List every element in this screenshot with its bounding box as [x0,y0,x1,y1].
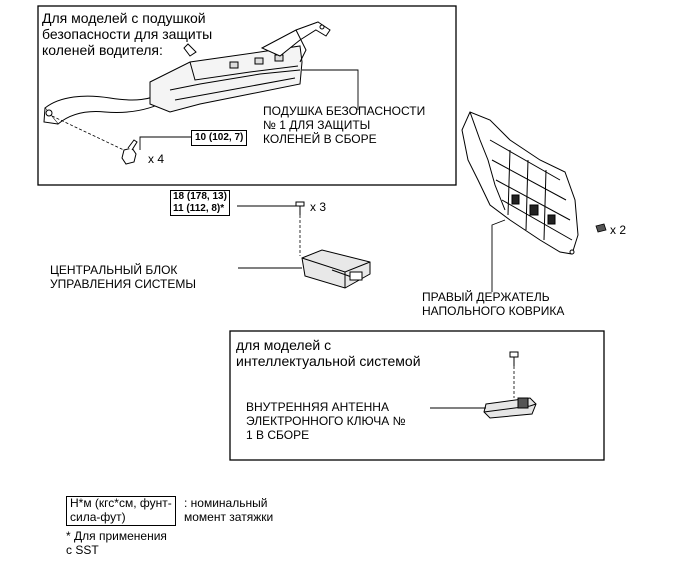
center-torque-line1: 18 (178, 13) [173,191,227,202]
center-torque-line2: 11 (112, 8)* [173,203,225,214]
center-unit-torque-box: 18 (178, 13) 11 (112, 8)* [170,190,230,216]
knee-airbag-title: Для моделей с подушкой безопасности для … [42,10,213,59]
bolt-icon [121,139,138,165]
antenna-illustration [483,397,537,419]
clip-qty: x 2 [610,223,627,237]
smart-system-title: для моделей с интеллектуальной системой [236,337,421,370]
center-unit-illustration [301,249,371,289]
smart-system-frame [229,330,605,461]
knee-airbag-label: ПОДУШКА БЕЗОПАСНОСТИ № 1 ДЛЯ ЗАЩИТЫ КОЛЕ… [263,104,426,146]
knee-airbag-illustration [43,21,331,125]
knee-airbag-bolt-qty: x 4 [148,152,165,166]
center-unit-label: ЦЕНТРАЛЬНЫЙ БЛОК УПРАВЛЕНИЯ СИСТЕМЫ [50,263,197,291]
center-bolt-icon [295,201,305,215]
antenna-label: ВНУТРЕННЯЯ АНТЕННА ЭЛЕКТРОННОГО КЛЮЧА № … [246,400,406,442]
knee-airbag-torque-box: 10 (102, 7) [191,130,248,146]
legend-units-box: Н*м (кгс*см, фунт- сила-фут) [66,496,176,526]
floor-mat-holder-label: ПРАВЫЙ ДЕРЖАТЕЛЬ НАПОЛЬНОГО КОВРИКА [422,290,565,318]
legend-units-desc: : номинальный момент затяжки [184,496,274,524]
knee-airbag-frame [37,5,457,186]
legend-footnote: * Для применения с SST [66,529,167,557]
center-unit-bolt-qty: x 3 [310,200,327,214]
floor-mat-holder-illustration [461,111,579,255]
antenna-bolt-icon [509,351,519,366]
clip-icon [595,223,607,233]
